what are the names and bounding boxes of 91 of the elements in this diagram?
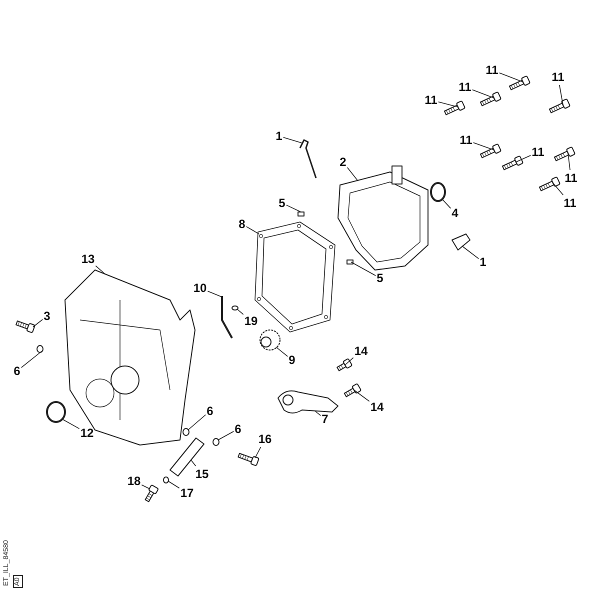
callout-number: 1 [276, 129, 282, 143]
bolt-drawing [16, 320, 36, 334]
callout-number: 11 [458, 80, 472, 94]
leader-line [438, 102, 458, 108]
washer-drawing [36, 345, 44, 353]
callout-number: 15 [195, 467, 209, 481]
callout-number: 6 [14, 364, 20, 378]
callout-number: 6 [206, 404, 214, 418]
bolt-drawing [480, 91, 502, 106]
callout-number: 4 [452, 206, 458, 220]
callout-number: 14 [354, 344, 368, 358]
bolt-drawing [508, 75, 531, 90]
leader-line [95, 265, 106, 274]
leader-line [62, 418, 80, 430]
gear-drawing [260, 330, 280, 350]
leader-line [207, 290, 222, 298]
callout-number: 7 [322, 412, 328, 426]
callout-number: 11 [564, 171, 578, 185]
callout-number: 1 [480, 255, 486, 269]
washer-drawing [212, 438, 220, 446]
leader-line [314, 410, 322, 416]
callout-number: 13 [81, 252, 95, 266]
bolt-drawing [554, 146, 576, 162]
leader-line [552, 182, 564, 196]
callout-number: 16 [258, 432, 272, 446]
callout-number: 11 [564, 196, 576, 210]
callout-number: 11 [552, 70, 564, 84]
callout-number: 18 [127, 474, 141, 488]
rod-drawing [221, 296, 233, 338]
callout-number: 5 [278, 196, 286, 210]
bolt-drawing [538, 176, 561, 192]
o-ring-drawing [163, 476, 169, 484]
callout-number: 17 [180, 486, 194, 500]
leader-line [246, 226, 260, 234]
callout-number: 19 [244, 314, 258, 328]
leader-line [254, 446, 262, 458]
bolt-drawing [336, 358, 353, 372]
pin-drawing [346, 260, 354, 264]
oil-pump-drawing [278, 390, 338, 414]
callout-number: 3 [44, 309, 50, 323]
bolt-drawing [502, 155, 524, 170]
leader-line [442, 198, 452, 209]
callout-number: 2 [340, 155, 346, 169]
leader-line [344, 357, 354, 366]
leader-line [276, 346, 288, 357]
leader-line [168, 480, 180, 489]
leader-line [141, 484, 150, 490]
leader-line [350, 262, 376, 276]
bolt-drawing [480, 143, 502, 158]
callout-number: 11 [424, 93, 438, 107]
bolt-drawing [548, 98, 571, 114]
seal-ring-drawing [430, 182, 446, 202]
callout-number: 6 [234, 422, 242, 436]
cover-drawing [338, 166, 428, 270]
leader-line [188, 414, 206, 430]
callout-number: 10 [193, 281, 207, 295]
bolt-drawing [238, 452, 260, 466]
leader-line [568, 152, 570, 170]
leader-line [462, 246, 480, 260]
crankcase-drawing [64, 270, 196, 446]
leader-line [282, 136, 302, 144]
callout-number: 11 [460, 133, 472, 147]
callout-number: 8 [238, 217, 246, 231]
washer-drawing [182, 428, 190, 436]
callout-number: 11 [486, 63, 498, 77]
leader-line [472, 142, 494, 150]
dipstick-drawing [299, 139, 317, 178]
bolt-drawing [144, 484, 159, 502]
leader-line [559, 84, 564, 106]
oil-sensor-drawing [452, 234, 470, 250]
leader-line [190, 460, 196, 466]
leader-line [20, 350, 42, 368]
leader-line [354, 390, 370, 402]
callout-number: 9 [288, 353, 296, 367]
bolt-drawing [444, 100, 466, 116]
leader-line [286, 204, 302, 212]
bolt-drawing [344, 383, 362, 398]
leader-line [346, 167, 358, 182]
callout-number: 12 [80, 426, 94, 440]
pin-drawing [232, 306, 238, 310]
seal-ring-drawing [46, 401, 66, 423]
leader-line [498, 72, 524, 82]
callout-number: 14 [370, 400, 384, 414]
leader-line [236, 308, 244, 315]
leader-line [218, 431, 234, 440]
callout-number: 5 [376, 271, 384, 285]
pin-drawing [298, 212, 304, 216]
leader-line [516, 154, 532, 162]
leader-line [472, 89, 494, 98]
callout-number: 11 [532, 145, 544, 159]
leader-line [32, 319, 44, 328]
